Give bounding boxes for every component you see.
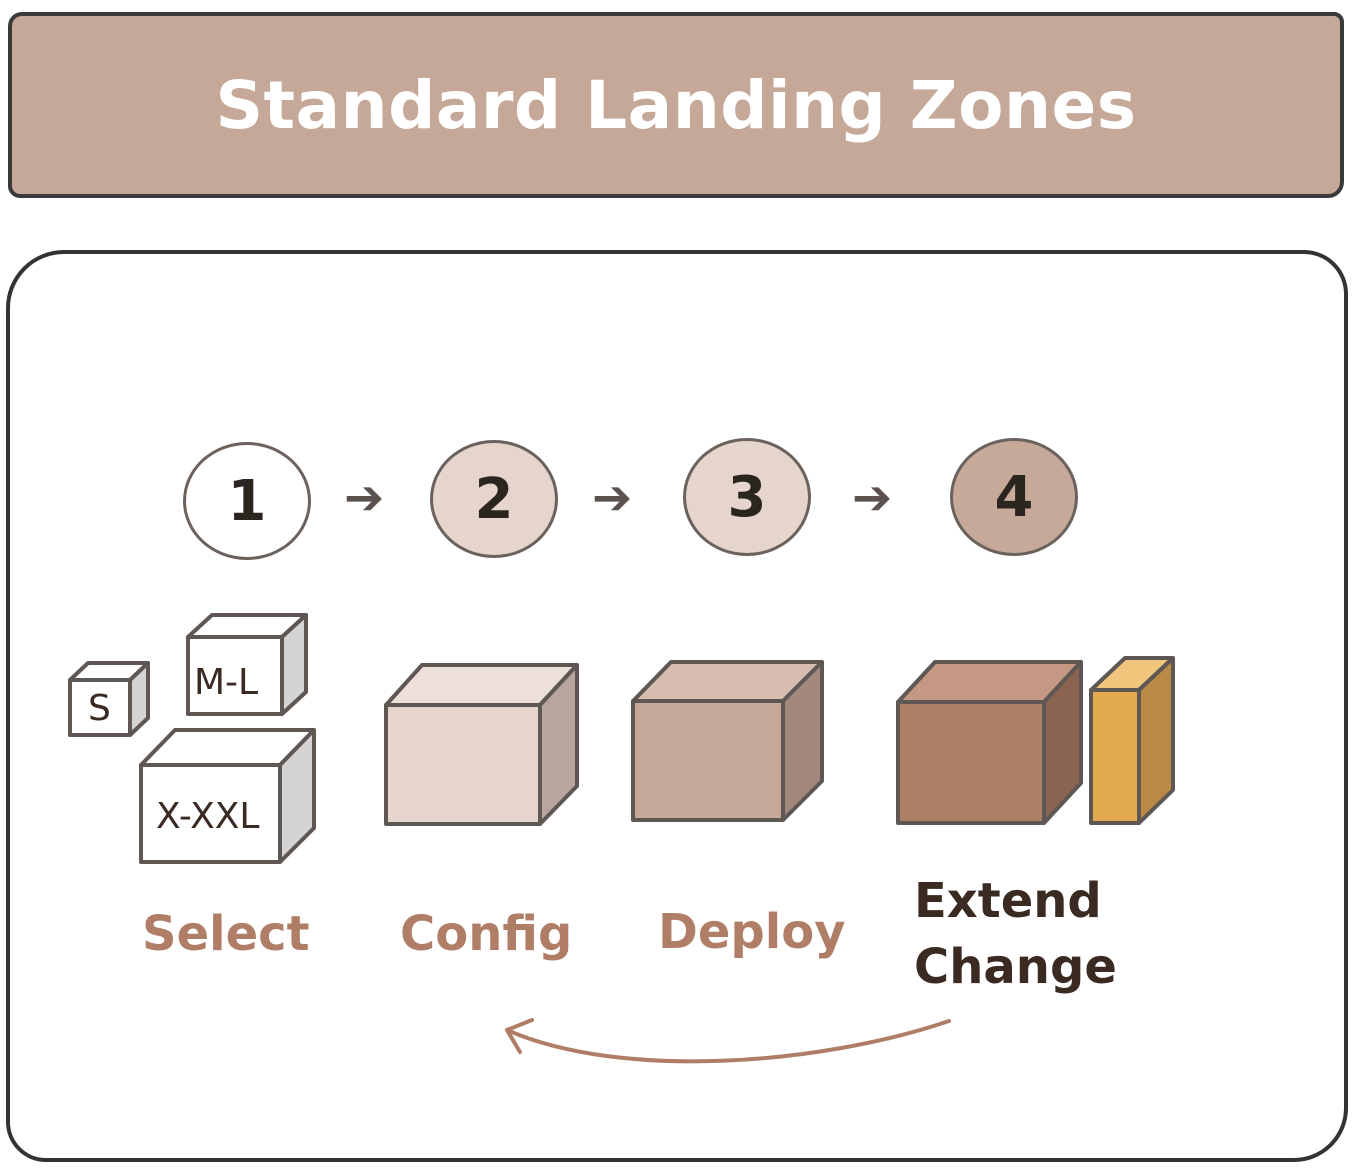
banner-title: Standard Landing Zones [215, 66, 1137, 144]
step-2-circle: 2 [430, 440, 558, 558]
extend-box-icon [896, 660, 1083, 825]
label-config: Config [400, 906, 573, 962]
return-arrow-icon [505, 1018, 951, 1064]
step-4-number: 4 [994, 464, 1034, 530]
step-4-circle: 4 [950, 438, 1078, 556]
arrow-right-icon: ➔ [592, 470, 633, 526]
step-1-circle: 1 [183, 442, 311, 560]
label-deploy: Deploy [658, 904, 846, 960]
medium-size-box-icon [186, 613, 308, 716]
extension-block-icon [1089, 656, 1175, 825]
size-label-large: X-XXL [156, 796, 260, 837]
label-extend: Extend [914, 873, 1102, 929]
step-1-number: 1 [227, 468, 267, 534]
step-3-circle: 3 [683, 438, 811, 556]
large-size-box-icon [139, 728, 316, 864]
title-banner: Standard Landing Zones [8, 12, 1344, 198]
config-box-icon [384, 663, 579, 826]
deploy-box-icon [631, 660, 824, 822]
step-3-number: 3 [727, 464, 767, 530]
size-label-small: S [88, 688, 111, 729]
small-size-box-icon [68, 661, 150, 737]
step-2-number: 2 [474, 466, 514, 532]
label-select: Select [142, 906, 310, 962]
size-label-medium: M-L [194, 662, 259, 703]
label-change: Change [914, 939, 1117, 995]
arrow-right-icon: ➔ [344, 470, 385, 526]
arrow-right-icon: ➔ [852, 470, 893, 526]
